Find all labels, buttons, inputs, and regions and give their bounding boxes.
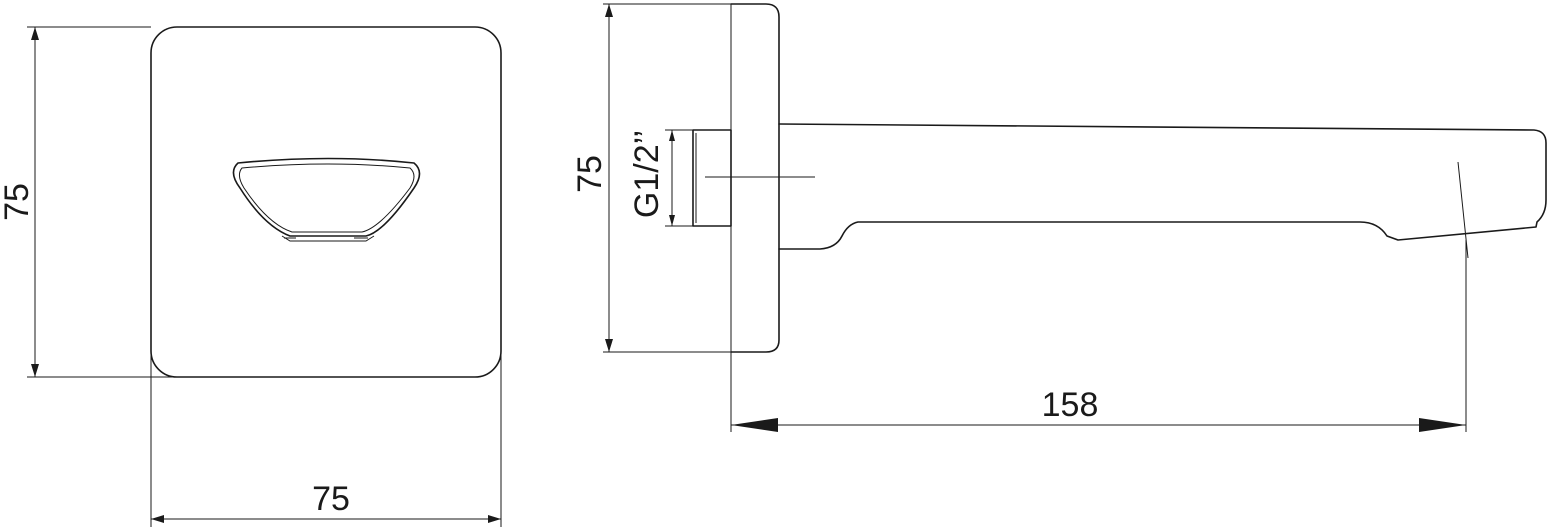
projection-dimension: 158: [731, 240, 1467, 432]
thread-label: G1/2’’: [628, 130, 666, 218]
side-height-dimension: 75: [571, 3, 731, 353]
thread-connector: [665, 129, 815, 227]
projection-label: 158: [1042, 386, 1099, 424]
side-height-label: 75: [571, 155, 609, 193]
side-view: 75 G1/2’’ 158: [571, 3, 1547, 432]
spout-body: [778, 123, 1547, 250]
front-width-dimension: 75: [150, 350, 502, 527]
side-plate: [730, 3, 780, 353]
front-plate: [150, 26, 502, 378]
front-height-label: 75: [0, 183, 36, 221]
spout-opening: [232, 157, 421, 242]
front-width-label: 75: [312, 480, 350, 518]
front-view: 75 75: [0, 26, 502, 527]
front-height-dimension: 75: [0, 26, 178, 378]
